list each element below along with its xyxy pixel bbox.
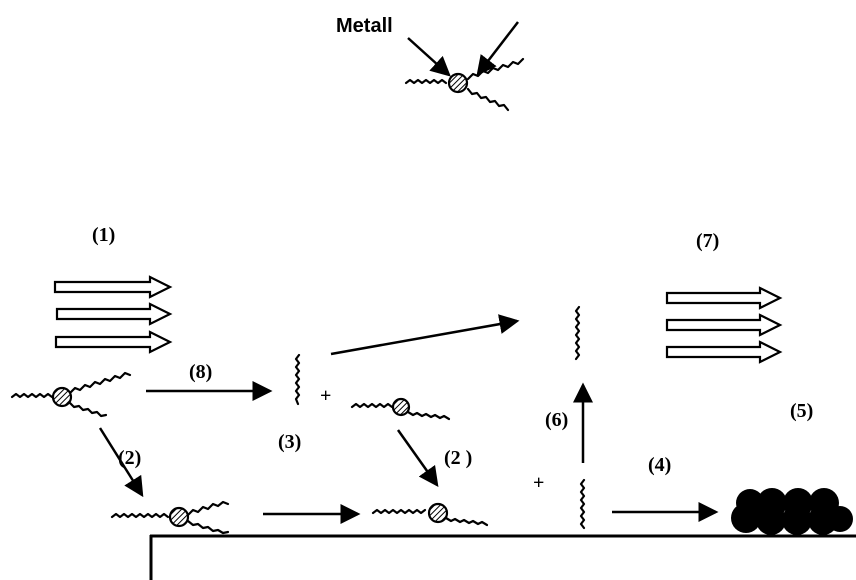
metal-complex-top: Metall [336, 15, 525, 112]
adsorbed-complex-middle [371, 502, 489, 527]
step-label-4: (4) [648, 454, 671, 476]
substrate-surface [149, 534, 856, 580]
metal-atom [51, 386, 73, 408]
adsorbed-complex-left [110, 500, 230, 535]
metal-pointer-arrow [407, 37, 451, 77]
step-label-2a: (2) [118, 447, 141, 469]
arrow-step-2a [98, 427, 144, 498]
incoming-arrow-top [476, 21, 519, 76]
ligand-chain [110, 512, 170, 519]
flow-arrow [665, 286, 783, 310]
ligand-chain [404, 78, 448, 85]
gas-flow-arrows-left [53, 275, 173, 354]
flow-arrow [54, 330, 173, 354]
metal-atom [427, 502, 449, 524]
arrow-to-gas-phase [330, 314, 520, 356]
ligand-chain [466, 57, 525, 81]
metal-atom [391, 397, 411, 417]
ligand-chain [466, 87, 510, 112]
ligand-chain [186, 519, 230, 535]
metal-atom [447, 72, 469, 94]
gas-flow-arrows-right [665, 286, 783, 364]
metal-particle [827, 506, 853, 532]
ligand-chain [444, 516, 489, 527]
ligand-chain [10, 392, 54, 399]
flow-arrow [55, 302, 173, 326]
flow-arrow [665, 340, 783, 364]
ligand-chain [406, 410, 451, 421]
metal-atom [168, 506, 190, 528]
metal-label: Metall [336, 15, 393, 37]
desorbed-ligand [574, 305, 581, 361]
ligand-chain [186, 500, 230, 517]
metal-film [731, 488, 853, 535]
partially-decomposed-complex [350, 397, 451, 421]
adsorbed-ligand [579, 478, 586, 530]
ligand-chain [371, 508, 427, 515]
free-ligand-fragment [294, 353, 301, 406]
metal-particle [782, 505, 812, 535]
step-label-2b: (2 ) [444, 447, 472, 469]
arrow-step-2b [396, 429, 439, 488]
step-label-1: (1) [92, 224, 115, 246]
flow-arrow [665, 313, 783, 337]
step-label-3: (3) [278, 431, 301, 453]
precursor-complex-left [10, 371, 132, 418]
plus-sign: + [533, 472, 544, 494]
step-label-6: (6) [545, 409, 568, 431]
ligand-chain [68, 371, 132, 395]
metal-particle [756, 505, 786, 535]
step-label-5: (5) [790, 400, 813, 422]
flow-arrow [53, 275, 173, 299]
metal-particle [736, 489, 764, 517]
step-label-8: (8) [189, 361, 212, 383]
ligand-chain [350, 402, 398, 409]
plus-sign: + [320, 385, 331, 407]
step-label-7: (7) [696, 230, 719, 252]
ligand-chain [68, 401, 108, 418]
